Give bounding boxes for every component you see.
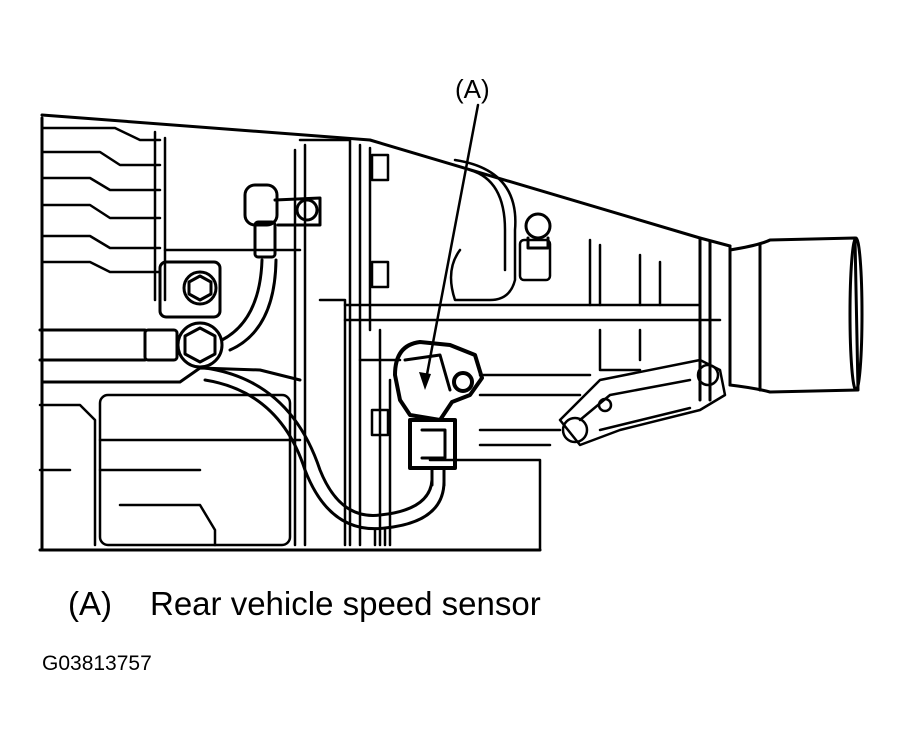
pipe-lines xyxy=(40,260,444,529)
upper-clip xyxy=(245,185,320,257)
figure-code: G03813757 xyxy=(42,652,152,675)
output-flange xyxy=(700,238,862,400)
lower-left-frame xyxy=(40,395,300,545)
callout-leader-line xyxy=(419,105,478,390)
central-frame xyxy=(295,140,390,545)
figure-caption: (A) Rear vehicle speed sensor xyxy=(68,585,541,623)
horizontal-ribs xyxy=(345,305,720,550)
right-bolt xyxy=(526,214,550,248)
junction-bolt xyxy=(145,323,222,367)
transmission-line-drawing xyxy=(0,0,898,560)
callout-label-a: (A) xyxy=(455,74,490,104)
caption-text: Rear vehicle speed sensor xyxy=(150,585,541,622)
right-ribs xyxy=(590,240,660,370)
central-boss xyxy=(451,160,550,300)
left-bolt xyxy=(160,262,220,317)
housing-fins xyxy=(42,128,300,300)
rear-vehicle-speed-sensor xyxy=(395,342,482,485)
caption-letter: (A) xyxy=(68,585,112,622)
support-bracket xyxy=(560,360,725,445)
